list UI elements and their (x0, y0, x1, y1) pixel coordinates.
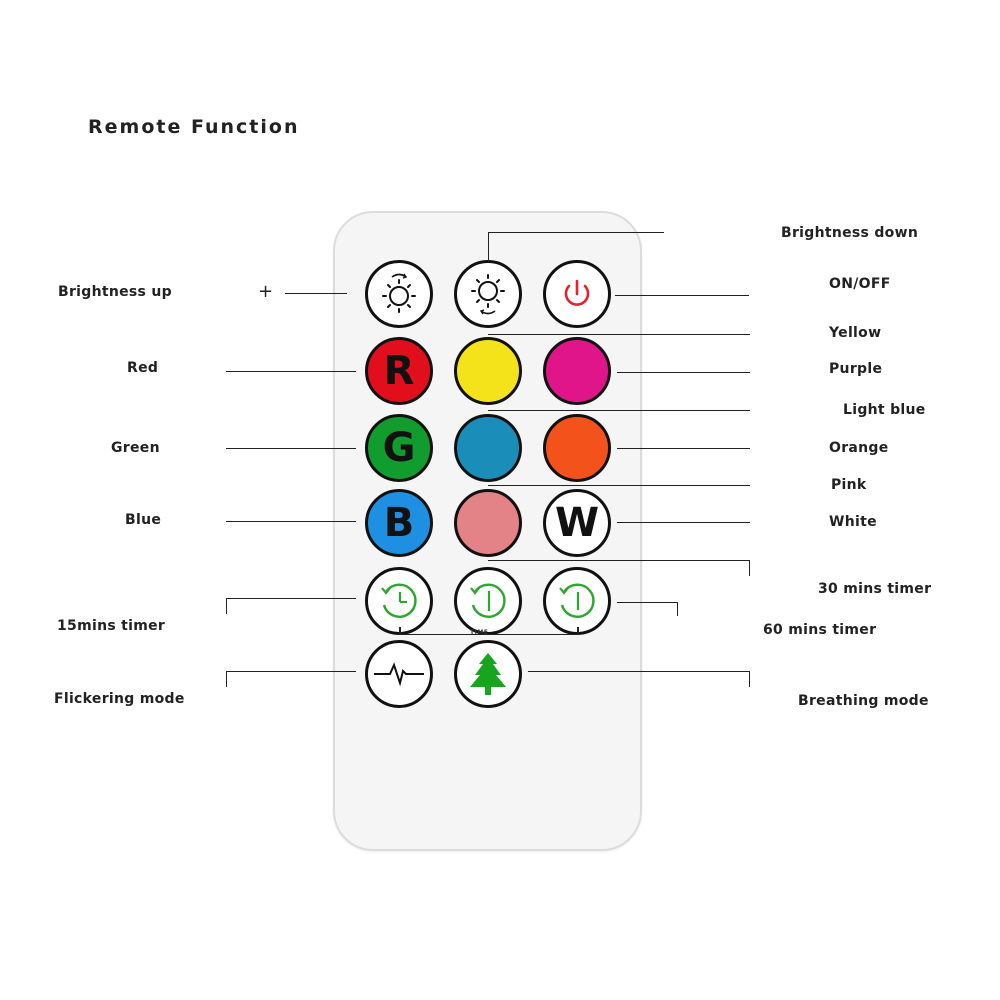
light-blue-button[interactable] (454, 414, 522, 482)
red-letter: R (383, 348, 415, 394)
leader-breathing-h (528, 671, 750, 673)
leader-yellow (488, 334, 750, 336)
white-letter: W (554, 500, 600, 546)
leader-30-timer-h (488, 560, 750, 562)
page-title: Remote Function (88, 116, 300, 138)
leader-30-timer-v (749, 560, 751, 576)
timer-30-button[interactable] (454, 567, 522, 635)
plus-sign: + (258, 281, 274, 302)
yellow-button[interactable] (454, 337, 522, 405)
timer-60-button[interactable] (543, 567, 611, 635)
leader-60-timer-v (677, 602, 679, 616)
label-on-off: ON/OFF (829, 276, 891, 292)
brightness-up-button[interactable] (365, 260, 433, 328)
time-bracket-left (399, 627, 401, 635)
purple-button[interactable] (543, 337, 611, 405)
label-60-timer: 60 mins timer (763, 622, 877, 638)
label-breathing-mode: Breathing mode (798, 693, 929, 709)
leader-blue (226, 521, 356, 523)
label-light-blue: Light blue (843, 402, 926, 418)
pink-button[interactable] (454, 489, 522, 557)
leader-brightness-down-v (488, 232, 490, 262)
label-30-timer: 30 mins timer (818, 581, 932, 597)
label-red: Red (127, 360, 159, 376)
leader-light-blue (488, 410, 750, 412)
leader-pink (488, 485, 750, 487)
clock-timer-icon (381, 583, 417, 618)
label-white: White (829, 514, 877, 530)
blue-letter: B (383, 500, 415, 546)
brightness-down-button[interactable] (454, 260, 522, 328)
sun-arrow-down-icon (471, 274, 505, 315)
label-yellow: Yellow (829, 325, 882, 341)
leader-15-timer-h (226, 598, 356, 600)
orange-button[interactable] (543, 414, 611, 482)
leader-orange (617, 448, 750, 450)
leader-15-timer-v (226, 598, 228, 614)
label-green: Green (111, 440, 160, 456)
clock-timer-icon (470, 583, 506, 618)
breathing-mode-button[interactable] (454, 640, 522, 708)
leader-brightness-up (285, 293, 347, 295)
leader-flickering-h (226, 671, 356, 673)
leader-green (226, 448, 356, 450)
label-flickering-mode: Flickering mode (54, 691, 185, 707)
timer-15-button[interactable] (365, 567, 433, 635)
green-button[interactable]: G (365, 414, 433, 482)
blue-button[interactable]: B (365, 489, 433, 557)
leader-red (226, 371, 356, 373)
pulse-wave-icon (374, 662, 424, 687)
label-brightness-up: Brightness up (58, 284, 172, 300)
time-bracket-line (399, 634, 578, 636)
green-letter: G (382, 425, 416, 471)
power-icon (564, 279, 590, 306)
clock-timer-icon (559, 583, 595, 618)
flickering-mode-button[interactable] (365, 640, 433, 708)
label-blue: Blue (125, 512, 162, 528)
label-15-timer: 15mins timer (57, 618, 166, 634)
leader-white (617, 522, 750, 524)
power-button[interactable] (543, 260, 611, 328)
label-brightness-down: Brightness down (781, 225, 919, 241)
time-bracket-right (577, 627, 579, 635)
red-button[interactable]: R (365, 337, 433, 405)
leader-flickering-v (226, 671, 228, 687)
time-label: TIME (470, 629, 489, 636)
leader-on-off (615, 295, 749, 297)
label-orange: Orange (829, 440, 889, 456)
label-purple: Purple (829, 361, 883, 377)
label-pink: Pink (831, 477, 867, 493)
leader-breathing-v (749, 671, 751, 687)
white-button[interactable]: W (543, 489, 611, 557)
leader-brightness-down-h (488, 232, 664, 234)
leader-purple (617, 372, 750, 374)
tree-icon (470, 653, 506, 695)
leader-60-timer-h (617, 602, 678, 604)
sun-arrow-up-icon (382, 273, 416, 313)
